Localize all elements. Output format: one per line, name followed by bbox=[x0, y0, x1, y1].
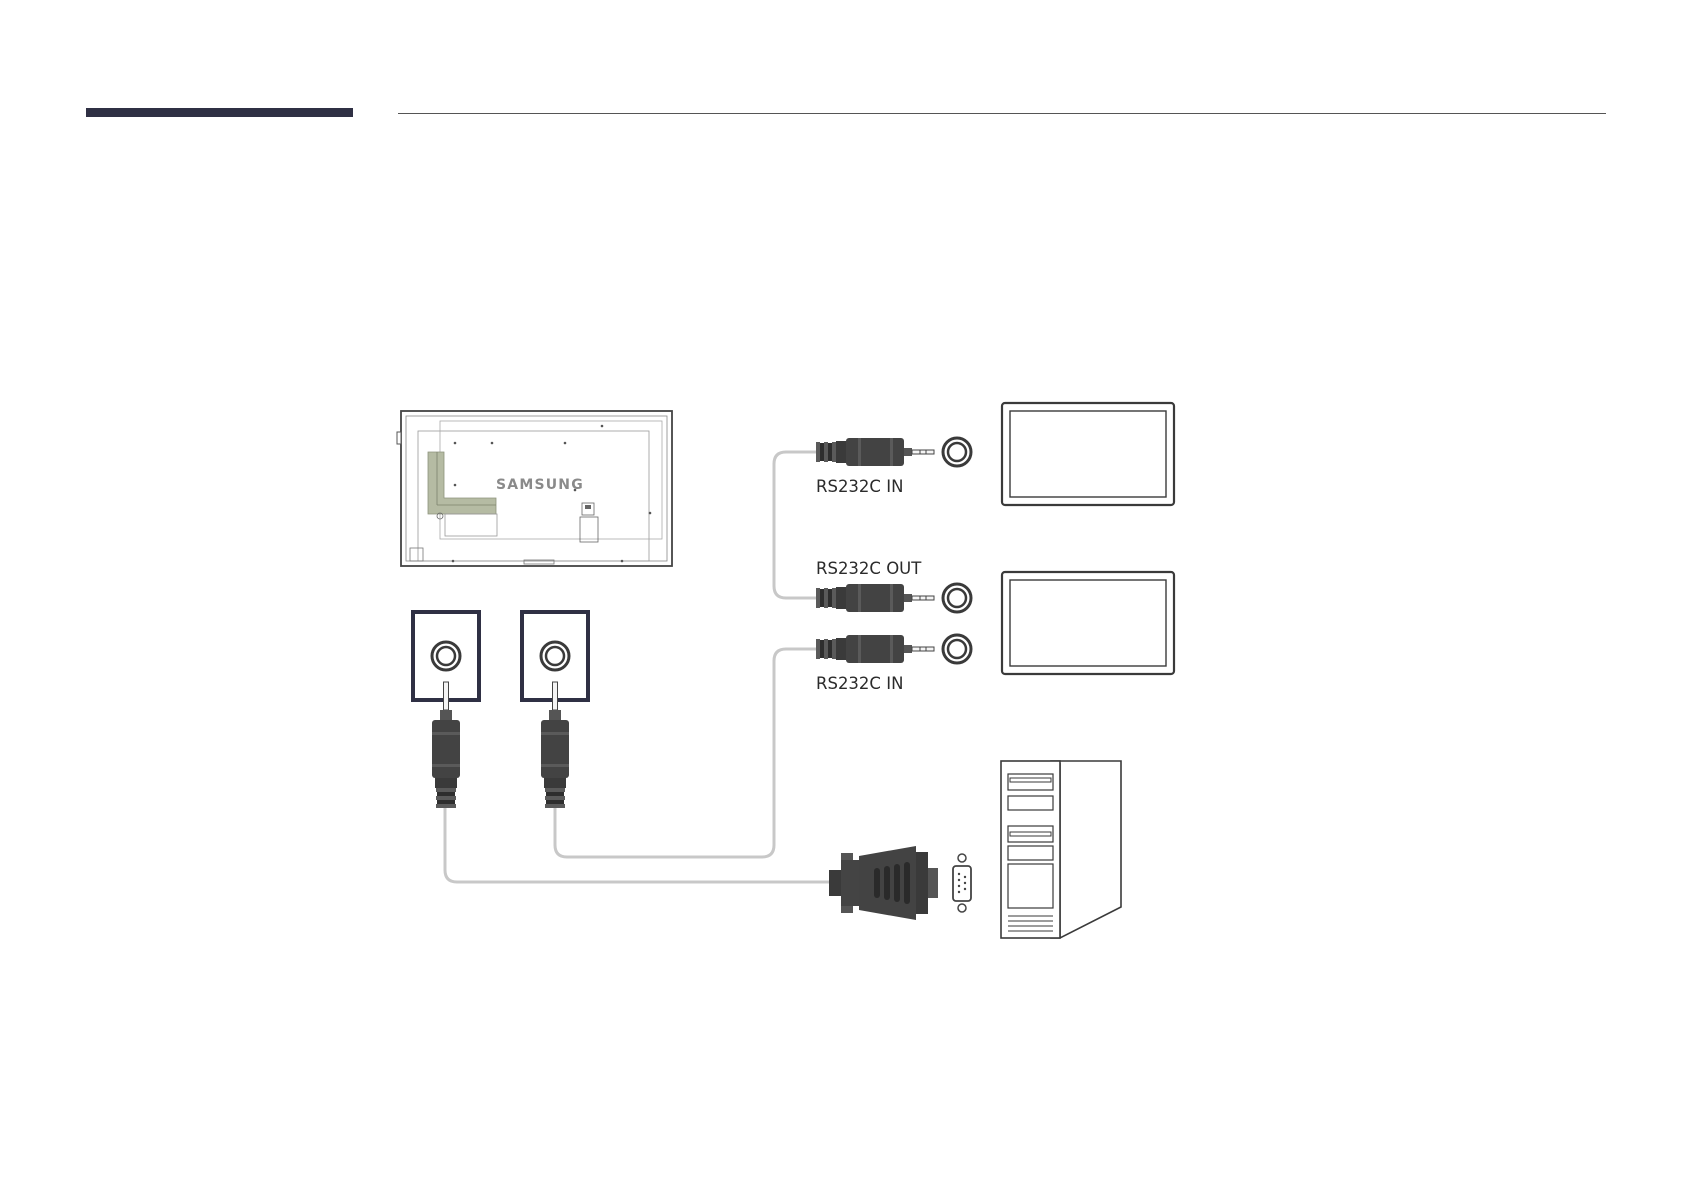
jack-port-icon bbox=[943, 438, 971, 466]
serial-connector-icon bbox=[829, 846, 938, 920]
jack-port-icon bbox=[943, 635, 971, 663]
label-rs232c-out: RS232C OUT bbox=[816, 559, 922, 578]
monitor-icon bbox=[1002, 403, 1174, 505]
serial-cable bbox=[445, 792, 829, 882]
display-rear-icon: SAMSUNG bbox=[397, 411, 672, 566]
serial-port-icon bbox=[953, 854, 971, 912]
monitor-icon bbox=[1002, 572, 1174, 674]
stereo-plug-icon bbox=[816, 438, 934, 466]
rs232c-in-cable bbox=[555, 649, 816, 857]
label-rs232c-in-top: RS232C IN bbox=[816, 477, 903, 496]
display-brand: SAMSUNG bbox=[496, 477, 584, 493]
stereo-plug-icon bbox=[816, 584, 934, 612]
label-rs232c-in-bottom: RS232C IN bbox=[816, 674, 903, 693]
daisy-chain-cable bbox=[774, 452, 816, 598]
pc-tower-icon bbox=[1001, 761, 1121, 938]
jack-port-icon bbox=[943, 584, 971, 612]
stereo-plug-icon bbox=[816, 635, 934, 663]
